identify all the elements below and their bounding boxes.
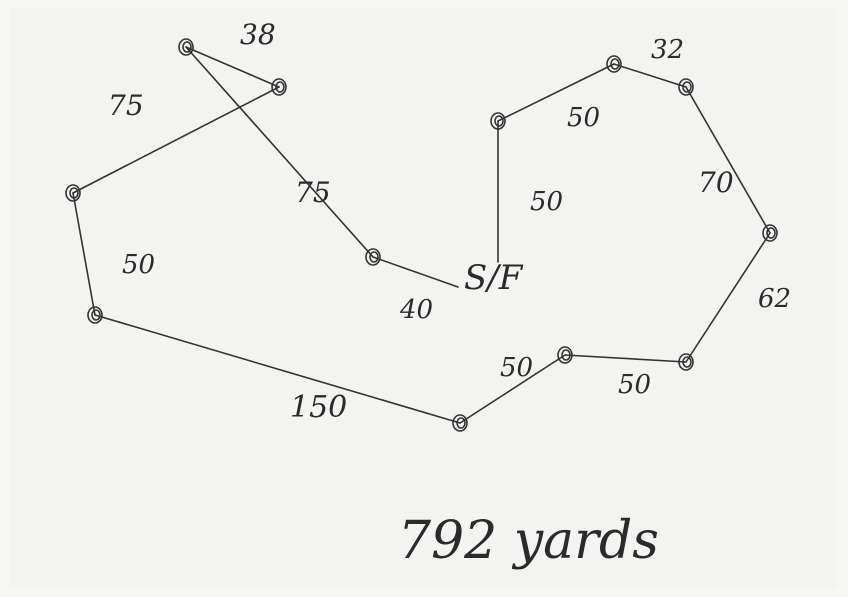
- course-markers: [65, 38, 778, 432]
- flag-marker-inner: [91, 309, 101, 321]
- flag-marker: [490, 112, 506, 130]
- course-segment-b-c: [185, 46, 280, 88]
- flag-marker-inner: [766, 227, 776, 239]
- flag-marker: [452, 414, 468, 432]
- paper-sheet: [10, 8, 836, 588]
- course-segment-k-l: [497, 63, 615, 122]
- segment-label: 75: [108, 89, 144, 122]
- segment-label: 50: [567, 103, 600, 133]
- flag-marker-inner: [494, 115, 504, 127]
- segment-label: 150: [290, 390, 347, 425]
- course-segment-a-b: [185, 46, 374, 258]
- flag-marker-inner: [69, 187, 79, 199]
- course-segment-h-i: [685, 232, 771, 363]
- segment-label: 50: [530, 187, 563, 217]
- segment-label: 50: [618, 370, 651, 400]
- flag-marker-inner: [682, 81, 692, 93]
- course-segment-d-e: [72, 192, 96, 316]
- flag-marker: [678, 353, 694, 371]
- segment-label: 50: [500, 353, 533, 383]
- segment-label: 62: [758, 284, 791, 314]
- flag-marker: [606, 55, 622, 73]
- total-distance-label: 792 yards: [398, 511, 659, 571]
- flag-marker-inner: [682, 356, 692, 368]
- segment-label: 32: [651, 35, 684, 65]
- flag-marker: [365, 248, 381, 266]
- flag-marker: [557, 346, 573, 364]
- course-segment-sf-a: [372, 256, 459, 288]
- course-segments: [72, 46, 771, 424]
- course-segment-i-j: [685, 86, 771, 234]
- flag-marker: [678, 78, 694, 96]
- course-segment-g-h: [564, 354, 687, 363]
- segment-labels: 40 75 38 75 50 150 50 50 62 70 32 50 50: [108, 18, 791, 425]
- segment-label: 75: [295, 176, 331, 209]
- segment-label: 50: [122, 250, 155, 280]
- flag-marker: [271, 78, 287, 96]
- flag-marker-inner: [369, 251, 379, 263]
- flag-marker-inner: [610, 58, 620, 70]
- flag-marker: [65, 184, 81, 202]
- start-finish-label: S/F: [464, 258, 524, 298]
- flag-marker-inner: [456, 417, 466, 429]
- segment-label: 40: [399, 295, 433, 325]
- segment-label: 70: [698, 166, 734, 199]
- course-segment-c-d: [72, 86, 280, 194]
- course-segment-e-f: [94, 314, 461, 424]
- flag-marker: [178, 38, 194, 56]
- flag-marker-inner: [561, 349, 571, 361]
- flag-marker: [87, 306, 103, 324]
- course-segment-j-k: [613, 63, 687, 88]
- segment-label: 38: [240, 18, 276, 51]
- flag-marker: [762, 224, 778, 242]
- course-segment-f-g: [459, 354, 566, 424]
- flag-marker-inner: [182, 41, 192, 53]
- flag-marker-inner: [275, 81, 285, 93]
